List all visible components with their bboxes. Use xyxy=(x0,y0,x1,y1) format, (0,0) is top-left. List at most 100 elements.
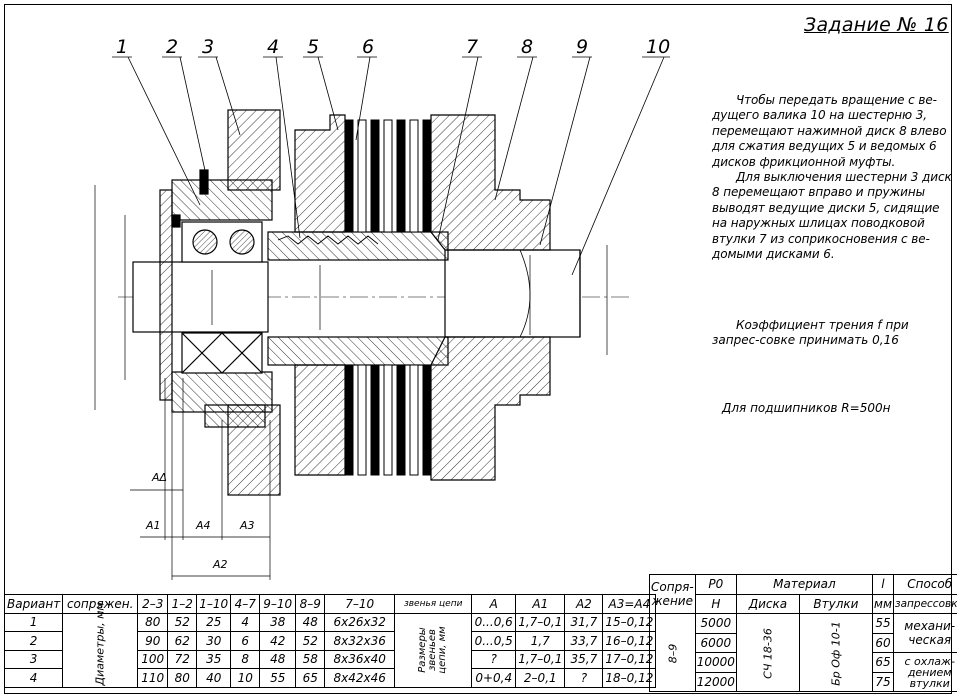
value-cell: 1,7–0,1 xyxy=(515,649,566,669)
value-cell: 52 xyxy=(295,631,326,651)
value-cell: 62 xyxy=(167,631,198,651)
value-cell: 90 xyxy=(137,631,169,651)
table-header-cell: 1–10 xyxy=(196,594,232,614)
value-cell: 110 xyxy=(137,668,169,688)
sheet-frame xyxy=(4,4,952,694)
l-unit-header: мм xyxy=(871,593,895,614)
table-header-row: H Диска Втулки мм запрессовки xyxy=(650,593,957,614)
p0-unit-header: H xyxy=(694,593,737,614)
value-cell: 8x32x36 xyxy=(324,631,396,651)
l-cell: 60 xyxy=(871,632,895,653)
value-cell: 80 xyxy=(167,668,198,688)
value-cell: 6x26x32 xyxy=(324,612,396,632)
description-paragraph: Для выключения шестерни 3 диск 8 перемещ… xyxy=(712,170,952,262)
variant-cell: 3 xyxy=(3,649,64,669)
dim-a1: A1 xyxy=(146,519,161,532)
value-cell: 72 xyxy=(167,649,198,669)
value-cell: 80 xyxy=(137,612,169,632)
table-header-cell: Вариант xyxy=(3,594,64,614)
variant-cell: 2 xyxy=(3,631,64,651)
diameter-label: Диаметры, мм xyxy=(93,602,107,686)
method-header: запрессовки xyxy=(893,593,957,614)
mating-header: Сопря-жение xyxy=(649,574,696,614)
callout-4: 4 xyxy=(267,36,280,58)
variants-table: Вариант сопряжен. 2–3 1–2 1–10 4–7 9–10 … xyxy=(3,594,657,688)
value-cell: 8x42x46 xyxy=(324,668,396,688)
mating-cell: 8–9 xyxy=(649,613,696,692)
task-title: Задание № 16 xyxy=(804,14,949,36)
table-row: 12000 75 xyxy=(650,671,957,692)
table-row: 1 Диаметры, мм 80 52 25 4 38 48 6x26x32 … xyxy=(3,602,657,688)
table-header-row: Вариант сопряжен. 2–3 1–2 1–10 4–7 9–10 … xyxy=(3,594,657,614)
chain-label-cell: Размеры звеньев цепи, мм xyxy=(394,612,473,688)
table-header-cell: звенья цепи xyxy=(394,594,473,614)
value-cell: ? xyxy=(564,668,604,688)
bearing-note: Для подшипников R=500н xyxy=(722,401,891,415)
l-cell: 55 xyxy=(871,613,895,634)
l-cell: 75 xyxy=(871,671,895,692)
description-paragraph: Чтобы передать вращение с ве-дущего вали… xyxy=(712,93,947,169)
callout-5: 5 xyxy=(307,36,320,58)
table-header-cell: A2 xyxy=(564,594,604,614)
callout-7: 7 xyxy=(466,36,479,58)
callout-10: 10 xyxy=(646,36,671,58)
material-header: Материал xyxy=(735,574,873,595)
dim-a2: A2 xyxy=(213,558,228,571)
table-header-cell: 9–10 xyxy=(259,594,297,614)
callout-6: 6 xyxy=(362,36,375,58)
task-description: Чтобы передать вращение с ве-дущего вали… xyxy=(712,93,952,262)
p0-cell: 6000 xyxy=(694,632,737,653)
callout-8: 8 xyxy=(521,36,534,58)
value-cell: 35,7 xyxy=(564,649,604,669)
value-cell: 31,7 xyxy=(564,612,604,632)
callout-2: 2 xyxy=(166,36,179,58)
dim-a3: A3 xyxy=(240,519,255,532)
table-header-cell: 7–10 xyxy=(324,594,396,614)
value-cell: 15–0,12 xyxy=(602,612,657,632)
table-header-row: Сопря-жение P0 Материал l Способ xyxy=(649,574,957,614)
value-cell: 6 xyxy=(230,631,261,651)
callout-3: 3 xyxy=(202,36,215,58)
bush-material-cell: Бр Оф 10-1 xyxy=(798,613,873,692)
value-cell: 55 xyxy=(259,668,297,688)
value-cell: 35 xyxy=(196,649,232,669)
value-cell: 52 xyxy=(167,612,198,632)
bush-header: Втулки xyxy=(798,593,873,614)
table-header-cell: 2–3 xyxy=(137,594,169,614)
method-cell: механи-ческая xyxy=(893,613,957,653)
value-cell: 38 xyxy=(259,612,297,632)
p0-cell: 10000 xyxy=(694,652,737,673)
table-header-cell: 8–9 xyxy=(295,594,326,614)
callout-9: 9 xyxy=(576,36,589,58)
value-cell: 58 xyxy=(295,649,326,669)
chain-label: Размеры звеньев цепи, мм xyxy=(417,626,449,674)
disk-material-cell: СЧ 18-36 xyxy=(735,613,800,692)
value-cell: 48 xyxy=(259,649,297,669)
value-cell: 0...0,6 xyxy=(471,612,517,632)
value-cell: ? xyxy=(471,649,517,669)
value-cell: 100 xyxy=(137,649,169,669)
table-row: 10000 65 с охлаж-дением втулки xyxy=(650,652,957,692)
value-cell: 25 xyxy=(196,612,232,632)
dim-a4: A4 xyxy=(196,519,211,532)
disk-material: СЧ 18-36 xyxy=(761,627,775,679)
table-header-cell: A xyxy=(471,594,517,614)
table-row: 4 110 80 40 10 55 65 8x42x46 0+0,4 2–0,1… xyxy=(3,668,657,688)
l-cell: 65 xyxy=(871,652,895,673)
value-cell: 1,7 xyxy=(515,631,566,651)
p0-cell: 12000 xyxy=(694,671,737,692)
value-cell: 17–0,12 xyxy=(602,649,657,669)
bush-material: Бр Оф 10-1 xyxy=(829,620,843,686)
value-cell: 65 xyxy=(295,668,326,688)
value-cell: 8x36x40 xyxy=(324,649,396,669)
variant-cell: 1 xyxy=(3,612,64,632)
table-header-cell: A3=A4 xyxy=(602,594,657,614)
p0-header: P0 xyxy=(694,574,737,595)
value-cell: 10 xyxy=(230,668,261,688)
method-cell: с охлаж-дением втулки xyxy=(893,652,957,692)
method-header: Способ xyxy=(893,574,957,595)
value-cell: 16–0,12 xyxy=(602,631,657,651)
table-header-cell: A1 xyxy=(515,594,566,614)
material-table: Сопря-жение P0 Материал l Способ H Диска… xyxy=(649,574,957,692)
